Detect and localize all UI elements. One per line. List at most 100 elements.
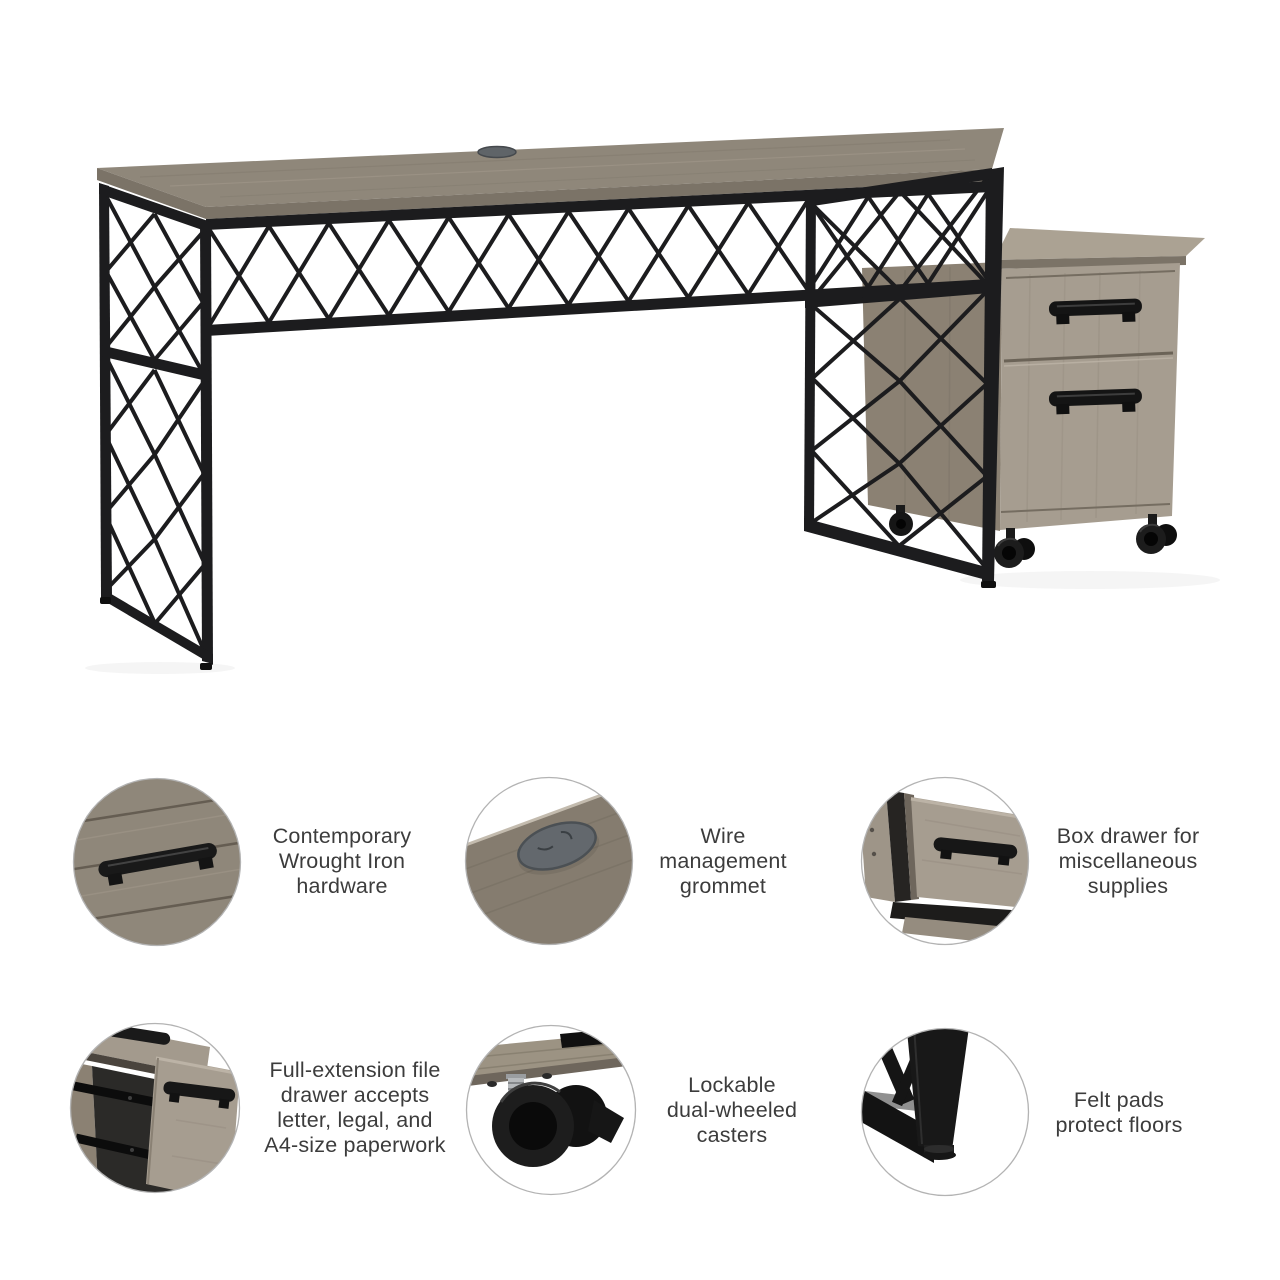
cabinet-handle-bottom: [1048, 388, 1142, 415]
lattice-bar: [926, 189, 990, 285]
lattice-bar: [152, 369, 206, 475]
lattice-bar: [327, 219, 391, 320]
felt-pad-icon: [922, 1145, 956, 1160]
callout-line: Full-extension file: [269, 1058, 441, 1082]
lattice-bar: [102, 537, 157, 594]
front-lattice-panel: [206, 181, 992, 336]
desk-illustration: [85, 128, 1220, 674]
callout-text-casters: Lockable dual-wheeled casters: [667, 1073, 797, 1148]
felt-pad-left-front: [200, 663, 212, 670]
lattice-bar: [267, 222, 331, 324]
grommet-icon: [517, 821, 600, 875]
lattice-bar: [811, 190, 902, 300]
lattice-bar: [152, 230, 205, 289]
callout-line: miscellaneous: [1058, 849, 1198, 873]
callout-line: dual-wheeled: [666, 1098, 798, 1122]
caster-front-left: [994, 528, 1035, 568]
handle-icon: [98, 843, 217, 886]
lattice-bar: [810, 379, 901, 453]
lattice-bar: [806, 195, 870, 292]
lattice-bar: [103, 434, 157, 540]
desk-grommet: [477, 145, 517, 159]
lattice-bar: [506, 210, 571, 310]
callout-line: Felt pads: [1073, 1088, 1165, 1112]
lattice-bar: [897, 474, 989, 548]
feature-callout-photos: [69, 776, 1030, 1197]
lattice-bar: [103, 368, 157, 437]
left-lattice-panel: [99, 183, 213, 670]
lattice-bar: [626, 204, 691, 303]
grommet-photo: [465, 780, 633, 945]
lattice-bar: [153, 472, 206, 541]
open-file-drawer-photo: [70, 1024, 240, 1193]
lattice-bar: [387, 216, 451, 317]
lattice-bar: [566, 207, 631, 306]
callout-text-file-drawer: Full-extension file drawer accepts lette…: [264, 1058, 445, 1158]
lattice-bar: [152, 453, 207, 566]
felt-pad-right: [981, 581, 996, 588]
callout-line: Box drawer for: [1056, 824, 1200, 848]
drawer-seam-middle: [1003, 351, 1174, 363]
lattice-bar: [898, 297, 989, 386]
lattice-bar: [153, 563, 207, 625]
lattice-bar: [810, 297, 902, 380]
lattice-bar: [104, 285, 157, 349]
callout-line: A4-size paperwork: [264, 1133, 446, 1157]
lattice-bar: [809, 461, 901, 525]
callout-line: Contemporary: [272, 824, 412, 848]
lattice-bar: [811, 304, 902, 383]
callout-line: Wrought Iron: [278, 849, 406, 873]
lattice-bar: [104, 356, 157, 456]
lattice-bar: [898, 379, 989, 478]
drawer-seam-bottom: [1000, 503, 1171, 513]
callout-text-wrought-iron-hardware: Contemporary Wrought Iron hardware: [273, 824, 412, 899]
lattice-bar: [207, 225, 271, 328]
handle-icon: [163, 1081, 236, 1109]
lattice-bar: [152, 301, 205, 362]
lattice-bar: [866, 192, 930, 289]
lattice-bar: [152, 538, 208, 656]
desk-top: [97, 128, 1004, 219]
callout-line: drawer accepts: [280, 1083, 430, 1107]
callout-text-felt-pads: Felt pads protect floors: [1055, 1088, 1182, 1138]
lattice-bar: [103, 453, 157, 515]
callout-line: management: [659, 849, 787, 873]
callout-line: hardware: [296, 874, 388, 898]
callout-text-wire-grommet: Wire management grommet: [659, 824, 787, 899]
lattice-bar: [153, 381, 205, 456]
lattice-bar: [810, 376, 901, 465]
lattice-bar: [104, 212, 157, 273]
left-foot-shadow: [85, 662, 235, 674]
lattice-bar: [897, 462, 989, 571]
callout-line: letter, legal, and: [277, 1108, 433, 1132]
lattice-bar: [897, 382, 989, 465]
frame-foot-photo: [861, 1028, 970, 1163]
callout-line: protect floors: [1055, 1113, 1183, 1137]
cabinet-top: [994, 228, 1205, 260]
callout-line: supplies: [1087, 874, 1169, 898]
drawer-handle-photo: [73, 778, 241, 946]
lattice-bar: [898, 289, 989, 383]
callout-line: Lockable: [688, 1073, 776, 1097]
lattice-bar: [102, 512, 157, 625]
callout-text-box-drawer: Box drawer for miscellaneous supplies: [1057, 824, 1200, 899]
cabinet-handle-top: [1048, 298, 1142, 325]
caster-front-right: [1136, 514, 1177, 554]
callout-line: grommet: [679, 874, 767, 898]
cabinet-side-panel: [862, 262, 1002, 536]
lattice-bar: [746, 198, 810, 296]
lattice-bar: [811, 203, 902, 293]
callout-line: Wire: [700, 824, 746, 848]
lattice-bar: [686, 201, 750, 299]
lattice-bar: [898, 176, 989, 293]
lattice-bar: [810, 449, 901, 548]
open-box-drawer-photo: [861, 790, 1029, 945]
caster-wheel-icon: [492, 1081, 624, 1167]
caster-wheel-photo: [466, 1030, 635, 1167]
cabinet-shadow: [960, 571, 1220, 589]
drawer-seam-top: [1005, 270, 1176, 279]
callout-line: casters: [696, 1123, 768, 1147]
mobile-file-cabinet: [994, 228, 1205, 568]
